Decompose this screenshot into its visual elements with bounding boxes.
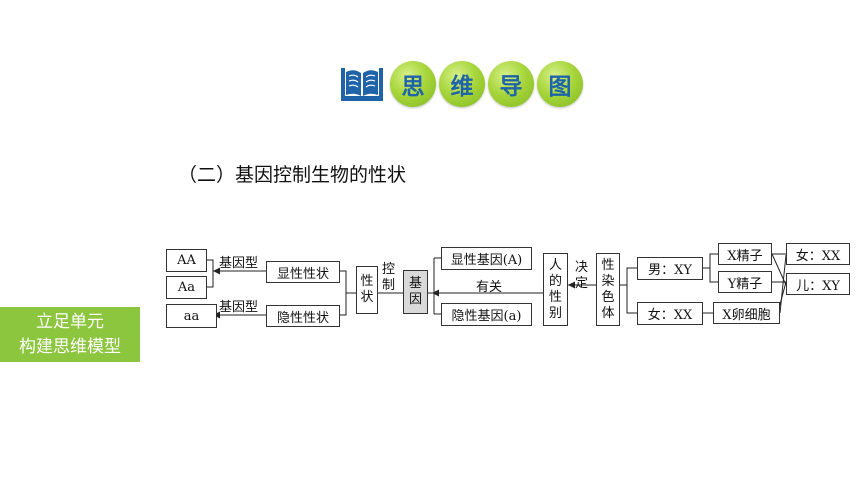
sex-chromosome-box: 性 染 色 体 (596, 253, 620, 326)
open-book-icon (340, 64, 384, 104)
side-tag: 立足单元 构建思维模型 (0, 307, 140, 362)
decide-char-2: 定 (575, 276, 589, 291)
sex-char-3: 性 (548, 289, 562, 305)
title-char-2: 维 (439, 61, 485, 107)
genotype-AA: AA (166, 249, 207, 272)
male-box: 男：XY (637, 257, 703, 280)
sex-char-2: 的 (548, 273, 562, 289)
sex-char-4: 别 (548, 305, 562, 321)
control-label: 控 制 (382, 262, 395, 294)
recessive-trait-box: 隐性性状 (266, 305, 340, 327)
section-subtitle: （二）基因控制生物的性状 (178, 164, 407, 186)
daughter-box: 女：XX (786, 243, 850, 265)
dominant-trait-box: 显性性状 (266, 261, 340, 283)
side-tag-line2: 构建思维模型 (19, 336, 121, 357)
recessive-gene-box: 隐性基因(a) (441, 303, 532, 326)
genotype-label-bottom: 基因型 (219, 300, 259, 315)
trait-box: 性 状 (356, 266, 378, 314)
genotype-Aa: Aa (166, 276, 207, 299)
human-sex-box: 人 的 性 别 (543, 253, 568, 326)
genotype-aa: aa (166, 304, 217, 328)
title-char-3: 导 (488, 61, 534, 107)
female-box: 女：XX (637, 302, 703, 325)
gene-box: 基 因 (403, 270, 428, 314)
title-char-1: 思 (390, 61, 436, 107)
title-char-4: 图 (537, 61, 583, 107)
related-label: 有关 (476, 280, 503, 295)
chromosome-char-2: 染 (601, 273, 615, 289)
control-char-2: 制 (382, 278, 396, 293)
control-char-1: 控 (382, 262, 396, 277)
decide-label: 决 定 (575, 260, 588, 292)
trait-char-1: 性 (360, 274, 374, 289)
x-sperm-box: X精子 (718, 243, 772, 265)
decide-char-1: 决 (575, 260, 589, 275)
y-sperm-box: Y精子 (718, 271, 772, 293)
chromosome-char-4: 体 (601, 305, 615, 321)
gene-char-1: 基 (408, 276, 422, 291)
trait-char-2: 状 (360, 290, 374, 305)
chromosome-char-1: 性 (601, 257, 615, 273)
gene-char-2: 因 (408, 292, 422, 307)
x-egg-box: X卵细胞 (713, 302, 780, 324)
genotype-label-top: 基因型 (219, 256, 259, 271)
chromosome-char-3: 色 (601, 289, 615, 305)
side-tag-line1: 立足单元 (36, 311, 104, 332)
dominant-gene-box: 显性基因(A) (441, 247, 532, 270)
son-box: 儿：XY (786, 273, 850, 295)
sex-char-1: 人 (548, 257, 562, 273)
